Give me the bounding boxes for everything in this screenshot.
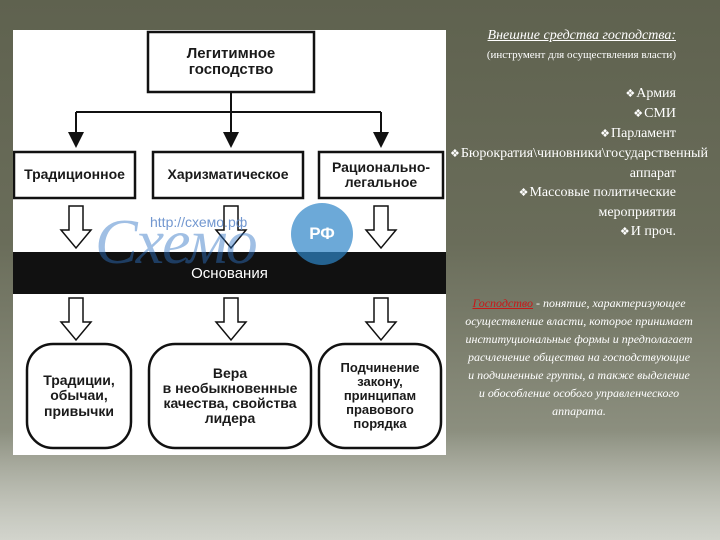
external-means-intro: Внешние средства господства: (инструмент… — [450, 26, 676, 65]
watermark-badge: РФ — [291, 203, 353, 265]
root-box — [146, 30, 316, 94]
external-means-title: Внешние средства господства: — [487, 28, 676, 43]
type-box-charismatic — [151, 150, 305, 200]
definition-text: - понятие, характеризующее осуществление… — [465, 296, 693, 418]
list-item-etc: И проч. — [450, 222, 676, 242]
type-box-rational — [317, 150, 445, 200]
list-item-mass-events: Массовые политические мероприятия — [450, 183, 676, 222]
bases-band-label: Основания — [191, 264, 268, 282]
base-label-traditions: Традиции, обычаи, привычки — [43, 372, 115, 419]
external-means-list: Армия СМИ Парламент Бюрократия\чиновники… — [450, 84, 708, 242]
hollow-arrow-top-left — [59, 205, 93, 250]
bases-band — [13, 252, 446, 294]
external-means-subtitle: (инструмент для осуществления власти) — [486, 49, 676, 61]
hollow-arrow-bottom-center — [214, 297, 248, 342]
watermark-url: http://схемо.рф — [150, 214, 248, 230]
external-means-panel: Внешние средства господства: (инструмент… — [450, 26, 708, 242]
base-box-traditions — [25, 342, 133, 450]
type-label-rational: Рационально- легальное — [331, 158, 431, 190]
watermark-text: Схемо — [95, 206, 258, 277]
list-item-parliament: Парламент — [450, 124, 676, 144]
hollow-arrow-bottom-left — [59, 297, 93, 342]
base-box-law — [317, 342, 443, 450]
diagram-graphics — [13, 30, 446, 450]
hollow-arrow-top-center — [214, 205, 248, 250]
hollow-arrow-top-right — [364, 205, 398, 250]
type-label-traditional: Традиционное — [24, 166, 125, 183]
definition-term: Господство — [472, 296, 533, 310]
base-box-belief — [147, 342, 313, 450]
type-label-charismatic: Харизматическое — [167, 166, 289, 183]
legitimate-domination-diagram: Схемо http://схемо.рф РФ Легитимное госп… — [13, 30, 446, 455]
type-box-traditional — [13, 150, 137, 200]
root-label: Легитимное господство — [186, 44, 276, 78]
domination-definition: Господство - понятие, характеризующее ос… — [464, 294, 694, 420]
list-item-media: СМИ — [450, 104, 676, 124]
base-label-law: Подчинение закону, принципам правового п… — [340, 359, 420, 432]
list-item-bureaucracy: Бюрократия\чиновники\государственный апп… — [450, 144, 708, 183]
hollow-arrow-bottom-right — [364, 297, 398, 342]
list-item-army: Армия — [450, 84, 676, 104]
base-label-belief: Вера в необыкновенные качества, свойства… — [162, 364, 298, 427]
